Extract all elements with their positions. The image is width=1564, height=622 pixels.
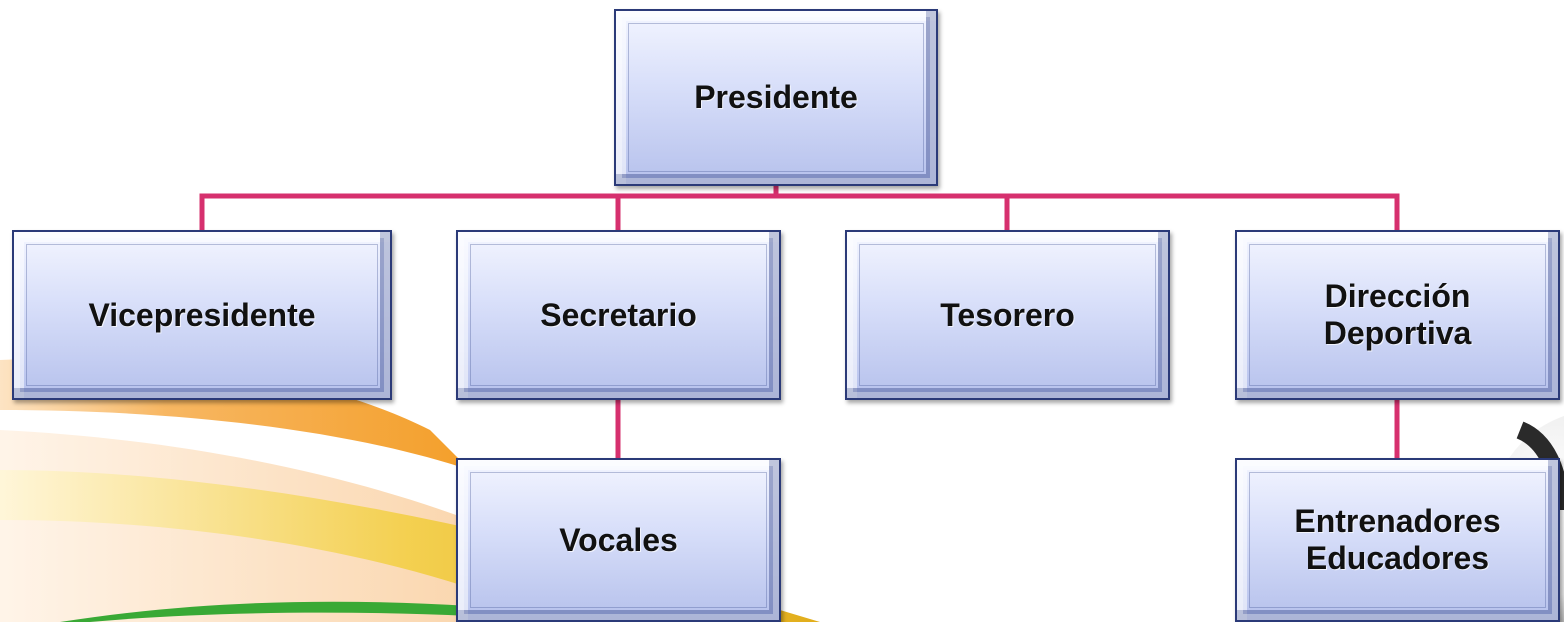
node-tesorero: Tesorero (845, 230, 1170, 400)
node-entrenadores-educadores-label: Entrenadores Educadores (1294, 503, 1501, 576)
node-presidente-label: Presidente (694, 79, 858, 115)
node-secretario: Secretario (456, 230, 781, 400)
node-secretario-label: Secretario (540, 296, 697, 333)
node-vicepresidente: Vicepresidente (12, 230, 392, 400)
node-entrenadores-educadores: Entrenadores Educadores (1235, 458, 1560, 622)
node-vicepresidente-label: Vicepresidente (88, 296, 316, 333)
node-tesorero-label: Tesorero (940, 296, 1075, 333)
node-presidente: Presidente (614, 9, 938, 186)
node-vocales: Vocales (456, 458, 781, 622)
green-swoosh (60, 601, 470, 622)
node-direccion-deportiva: Dirección Deportiva (1235, 230, 1560, 400)
node-vocales-label: Vocales (559, 521, 678, 558)
node-direccion-deportiva-label: Dirección Deportiva (1323, 278, 1472, 351)
